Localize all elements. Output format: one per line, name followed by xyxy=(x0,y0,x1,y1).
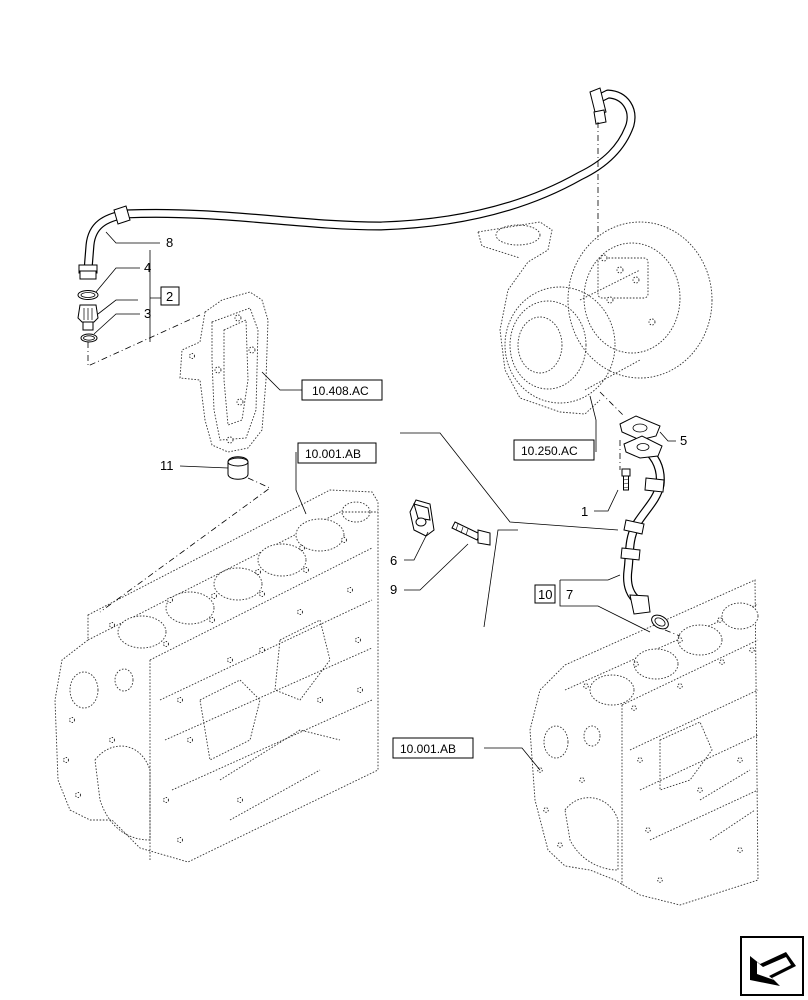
ref-box-engine-block-right xyxy=(392,737,474,759)
reference-boxes: 10.408.AC 10.250.AC 10.001.AB 10.001.AB xyxy=(297,379,595,759)
callout-10-box xyxy=(534,584,556,604)
ref-timing-cover: 10.408.AC xyxy=(312,384,369,398)
gasket-5 xyxy=(619,415,661,441)
callout-10: 10 xyxy=(538,587,552,602)
callout-8: 8 xyxy=(166,235,173,250)
timing-cover xyxy=(179,291,269,453)
block-bolt-holes xyxy=(63,537,363,843)
ref-turbocharger: 10.250.AC xyxy=(521,444,578,458)
callout-1: 1 xyxy=(581,504,588,519)
turbocharger xyxy=(477,221,713,415)
bolt-1 xyxy=(621,468,631,491)
callouts: 8 4 2 3 11 5 1 6 9 10 7 xyxy=(144,235,687,604)
callout-7: 7 xyxy=(566,587,573,602)
seal-7 xyxy=(651,614,669,630)
ref-engine-block-left: 10.001.AB xyxy=(305,447,361,461)
block-bolt-holes-right xyxy=(537,617,755,883)
arrow-icon[interactable] xyxy=(740,936,804,996)
callout-9: 9 xyxy=(390,582,397,597)
leader-lines xyxy=(93,231,676,771)
seal-4 xyxy=(77,290,99,300)
ref-box-timing-cover xyxy=(301,379,383,401)
callout-5: 5 xyxy=(680,433,687,448)
bracket-6 xyxy=(409,499,435,537)
oil-feed-pipe xyxy=(78,87,636,280)
callout-6: 6 xyxy=(390,553,397,568)
assembly-lines xyxy=(87,122,681,637)
engine-block-right xyxy=(529,579,759,906)
seal-3 xyxy=(80,333,98,343)
ref-box-engine-block-left xyxy=(297,442,377,464)
plug-11 xyxy=(227,456,249,480)
callout-3: 3 xyxy=(144,306,151,321)
callout-4: 4 xyxy=(144,260,151,275)
ref-engine-block-right: 10.001.AB xyxy=(400,742,456,756)
oil-return-pipe xyxy=(620,435,665,615)
adapter-2 xyxy=(77,304,99,331)
callout-2: 2 xyxy=(166,289,173,304)
engine-block-left xyxy=(54,489,379,863)
callout-11: 11 xyxy=(160,458,174,473)
bolt-9 xyxy=(451,521,491,546)
ref-box-turbocharger xyxy=(513,439,595,461)
callout-2-box xyxy=(160,286,180,306)
